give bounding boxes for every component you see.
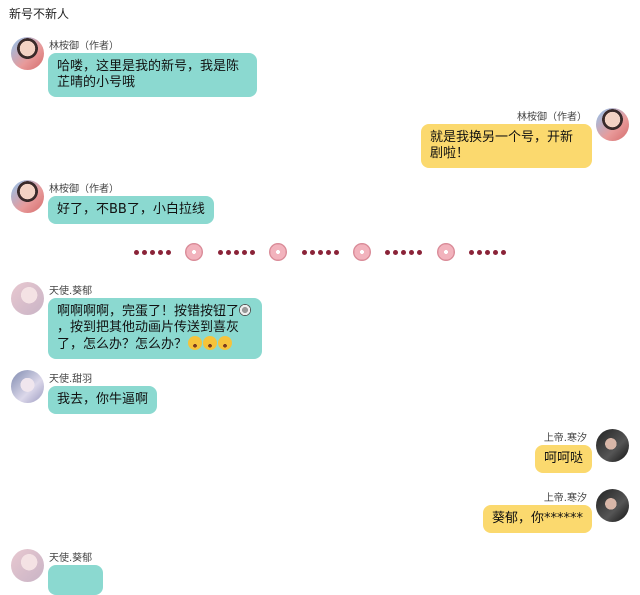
sender-name: 天使.甜羽 — [49, 374, 93, 385]
message-text: ，按到把其他动画片传送到喜灰了，怎么办？怎么办？ — [57, 320, 240, 352]
dots-decoration — [469, 249, 506, 255]
message-text: 啊啊啊啊，完蛋了！按错按钮了 — [57, 304, 240, 319]
message-bubble: 哈喽，这里是我的新号，我是陈芷晴的小号哦 — [48, 53, 257, 97]
sender-name: 林桉御（作者） — [49, 184, 119, 195]
message-bubble: 好了，不BB了，小白拉线 — [48, 196, 214, 224]
dots-decoration — [134, 249, 171, 255]
flower-icon — [352, 243, 371, 261]
dots-decoration — [301, 249, 339, 255]
avatar[interactable] — [11, 282, 44, 315]
avatar[interactable] — [596, 108, 629, 141]
dots-decoration — [385, 249, 423, 255]
message-bubble: 就是我换另一个号，开新剧啦！ — [421, 124, 592, 168]
sender-name: 林桉御（作者） — [517, 112, 587, 123]
avatar[interactable] — [11, 370, 44, 403]
avatar[interactable] — [11, 549, 44, 582]
message-bubble: 啊啊啊啊，完蛋了！按错按钮了，按到把其他动画片传送到喜灰了，怎么办？怎么办？ — [48, 298, 262, 359]
sender-name: 上帝.寒汐 — [543, 433, 587, 444]
sender-name: 天使.葵郁 — [49, 553, 93, 564]
dots-decoration — [217, 249, 255, 255]
crying-emoji-icon — [188, 336, 203, 350]
message-bubble: 我去，你牛逼啊 — [48, 386, 158, 414]
avatar[interactable] — [596, 489, 629, 522]
radio-button-emoji-icon — [239, 304, 252, 316]
sender-name: 林桉御（作者） — [49, 41, 119, 52]
message-bubble: 葵郁，你****** — [482, 505, 592, 533]
avatar[interactable] — [11, 180, 44, 213]
flower-icon — [185, 243, 204, 261]
crying-emoji-icon — [218, 336, 233, 350]
crying-emoji-icon — [203, 336, 218, 350]
sender-name: 上帝.寒汐 — [543, 493, 587, 504]
avatar[interactable] — [11, 37, 44, 70]
flower-icon — [436, 243, 455, 261]
avatar[interactable] — [596, 429, 629, 462]
flower-icon — [269, 243, 288, 261]
chat-title: 新号不新人 — [9, 7, 70, 21]
sender-name: 天使.葵郁 — [49, 286, 93, 297]
flower-divider — [134, 243, 506, 261]
message-bubble — [48, 565, 103, 595]
message-bubble: 呵呵哒 — [534, 445, 592, 473]
